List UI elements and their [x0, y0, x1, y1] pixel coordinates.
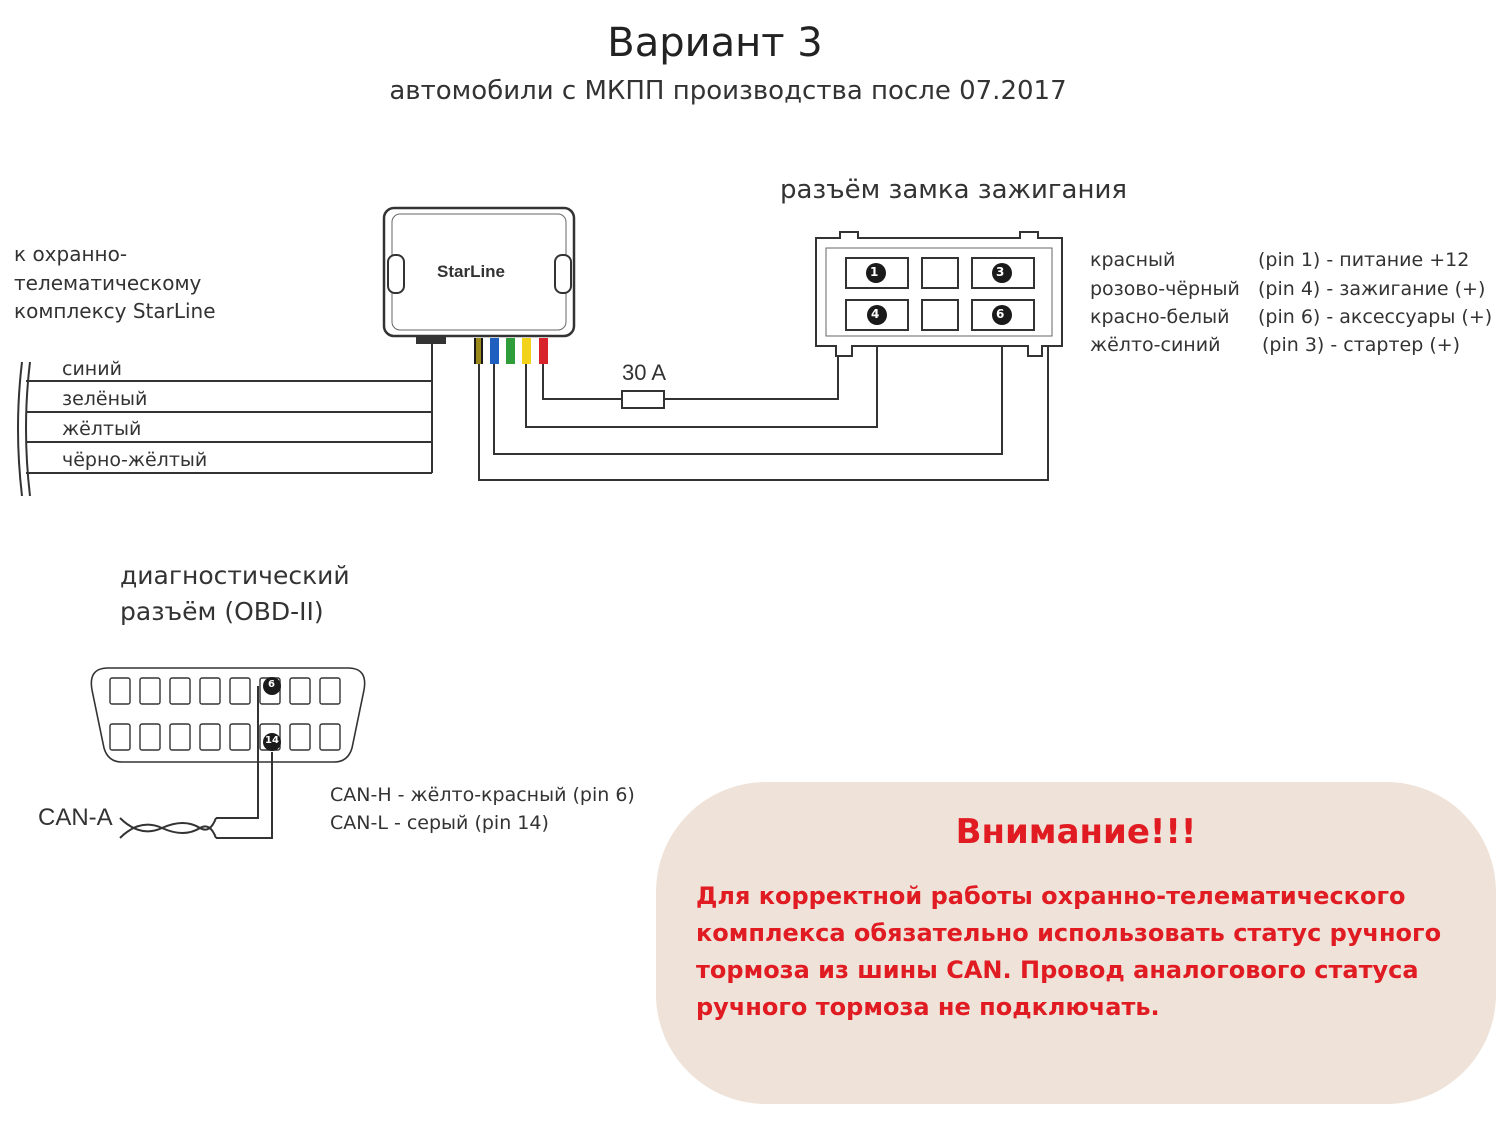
can-h-wire [216, 686, 259, 819]
obd-pin-cell [289, 723, 311, 751]
obd-pin-cell [319, 677, 341, 705]
terminal-blue [490, 338, 499, 364]
complex-label-line2: телематическому [14, 271, 202, 295]
pin-desc-3: (pin 3) - стартер (+) [1262, 334, 1461, 356]
wire-to-pin6 [493, 318, 1003, 455]
warning-notice: Внимание!!! Для корректной работы охранн… [656, 782, 1496, 1104]
wire-to-pin1 [542, 364, 622, 400]
twisted-pair [119, 817, 217, 833]
pin-desc-4: (pin 4) - зажигание (+) [1258, 278, 1486, 300]
can-bus-label: CAN-A [38, 804, 113, 831]
pin-desc-1: (pin 1) - питание +12 [1258, 249, 1470, 271]
starline-logo: StarLine [437, 262, 506, 281]
obd-pin-cell [199, 723, 221, 751]
pin-desc-6: (pin 6) - аксессуары (+) [1258, 306, 1493, 328]
obd-pin-cell [229, 677, 251, 705]
fuse-label: 30 A [622, 360, 667, 385]
terminal-yellow [522, 338, 531, 364]
wire-label-black-yellow: чёрно-жёлтый [62, 449, 208, 471]
obd-pin-cell [289, 677, 311, 705]
obd-connector [90, 667, 366, 763]
wire-label-green: зелёный [62, 388, 148, 410]
obd-pin-cell [169, 677, 191, 705]
terminal-red [539, 338, 548, 364]
obd-pin-cell [169, 723, 191, 751]
obd-pin-cell [229, 723, 251, 751]
wire-label-blue: синий [62, 358, 122, 380]
can-l-label: CAN-L - серый (pin 14) [330, 812, 549, 834]
page-subtitle: автомобили с МКПП производства после 07.… [389, 76, 1067, 106]
terminal-green [506, 338, 515, 364]
obd-pin-cell [199, 677, 221, 705]
pin-color-6: красно-белый [1090, 306, 1230, 328]
obd-pin-cell [109, 723, 131, 751]
page-title: Вариант 3 [607, 20, 823, 66]
ignition-connector-title: разъём замка зажигания [780, 175, 1127, 205]
complex-label-line1: к охранно- [14, 242, 128, 266]
warning-title: Внимание!!! [955, 812, 1197, 852]
pin-number-6: 6 [996, 307, 1005, 321]
pin-number-3: 3 [996, 265, 1005, 279]
pin-color-1: красный [1090, 249, 1176, 271]
obd-pin-cell [139, 723, 161, 751]
obd-pin-number-6: 6 [268, 679, 275, 690]
can-h-label: CAN-H - жёлто-красный (pin 6) [330, 784, 635, 806]
ignition-connector [815, 231, 1063, 357]
obd-pin-cell [109, 677, 131, 705]
obd-pin-number-14: 14 [265, 735, 279, 746]
fuse-body [621, 390, 665, 409]
obd-pin-cell [319, 723, 341, 751]
can-l-wire [216, 752, 273, 839]
obd-pin-cell [139, 677, 161, 705]
obd-title-line2: разъём (OBD-II) [120, 597, 324, 626]
pin-color-4: розово-чёрный [1090, 278, 1240, 300]
cable-bundle-brace [17, 361, 23, 497]
wire-label-yellow: жёлтый [62, 418, 142, 440]
pin-color-3: жёлто-синий [1090, 334, 1221, 356]
obd-top-pins [109, 677, 341, 751]
warning-body: Для корректной работы охранно-телематиче… [696, 882, 1442, 1021]
complex-label-line3: комплексу StarLine [14, 299, 216, 323]
pin-number-1: 1 [870, 265, 879, 279]
pin-number-4: 4 [871, 307, 880, 321]
wire-to-pin4 [525, 318, 878, 428]
starline-module [382, 206, 576, 338]
obd-title-line1: диагностический [120, 561, 350, 590]
